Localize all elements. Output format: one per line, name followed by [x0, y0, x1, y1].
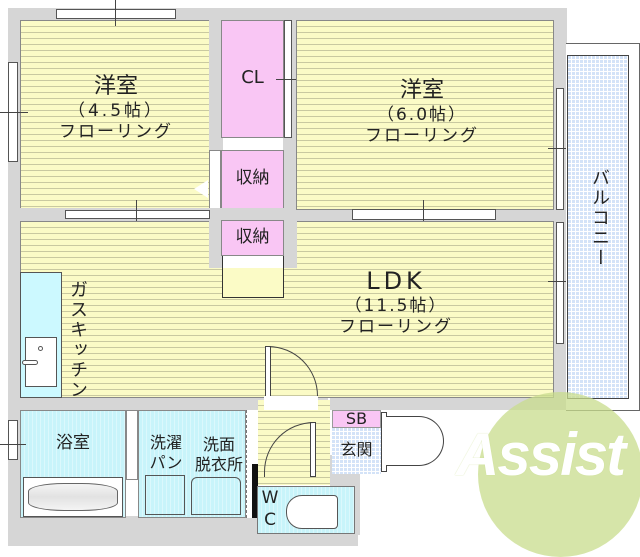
bath-door [126, 410, 138, 480]
toilet-label-1: W [261, 488, 279, 508]
window-interior-right [352, 209, 496, 220]
kitchen-label: ガスキッチン [67, 280, 88, 400]
kitchen-counter [20, 272, 62, 398]
window-mark [423, 200, 424, 228]
window-mark [0, 444, 26, 445]
watermark-logo: Assist [456, 421, 626, 488]
entrance: 玄関 [332, 428, 381, 474]
western-room-2: 洋室 （6.0帖） フローリング [296, 20, 554, 210]
laundry-label-2: パン [149, 453, 183, 472]
western-room-1: 洋室 （4.5帖） フローリング [20, 20, 210, 210]
shoe-box-label: SB [345, 409, 368, 428]
window-mark [548, 281, 574, 282]
sink-icon [22, 337, 57, 387]
bathroom: 浴室 [20, 410, 126, 518]
entrance-label: 玄関 [340, 440, 373, 459]
room-floor: フローリング [59, 121, 173, 142]
room-name: LDK [366, 267, 426, 295]
room-size: （6.0帖） [376, 104, 468, 125]
storage-1-label: 収納 [235, 168, 270, 188]
toilet-label-2: C [264, 510, 276, 530]
window-top-left [56, 9, 176, 19]
storage-2-label: 収納 [235, 227, 270, 247]
window-interior-left [65, 210, 210, 219]
laundry-label-1: 洗濯 [149, 433, 182, 452]
vanity-icon [191, 477, 241, 515]
watermark-circle [478, 392, 640, 557]
wall-ldk-bottom [8, 396, 328, 410]
door-swing-triangle [194, 180, 208, 198]
balcony-label: バルコニー [589, 168, 610, 268]
storage-1: 収納 [221, 150, 284, 210]
storage-2: 収納 [221, 220, 284, 256]
hall-opening [264, 396, 318, 410]
closet: CL [221, 20, 284, 138]
closet-label: CL [241, 67, 264, 88]
room-size: （4.5帖） [67, 100, 165, 121]
room-name: 洋室 [93, 74, 138, 99]
door-mark [276, 79, 302, 80]
window-mark [136, 200, 137, 228]
toilet-room: W C [257, 486, 355, 534]
room-size: （11.5帖） [344, 296, 448, 316]
window-mark [0, 112, 28, 113]
washroom-label-1: 洗面 [202, 435, 235, 454]
entrance-door-swing [386, 416, 444, 466]
balcony: バルコニー [567, 55, 629, 399]
toilet-icon [286, 495, 338, 529]
storage-2-door-opening [223, 256, 283, 268]
room-name: 洋室 [399, 78, 444, 103]
bathtub-icon [23, 477, 123, 517]
window-bathroom [8, 420, 18, 460]
window-mark [115, 0, 116, 26]
window-balcony-upper [556, 88, 564, 210]
washroom: 洗濯 パン 洗面 脱衣所 [138, 410, 246, 518]
bathroom-label: 浴室 [56, 433, 90, 453]
washing-machine-pan-icon [145, 475, 185, 515]
room-floor: フローリング [365, 125, 479, 146]
shoe-box: SB [332, 409, 381, 428]
room-floor: フローリング [339, 317, 453, 338]
window-balcony-lower [556, 222, 564, 344]
window-mark [548, 148, 574, 149]
sliding-door [252, 464, 258, 518]
outer-wall-top-right [288, 8, 566, 22]
storage-1-door [209, 150, 221, 210]
washroom-door [246, 410, 252, 518]
washroom-label-2: 脱衣所 [194, 455, 243, 474]
